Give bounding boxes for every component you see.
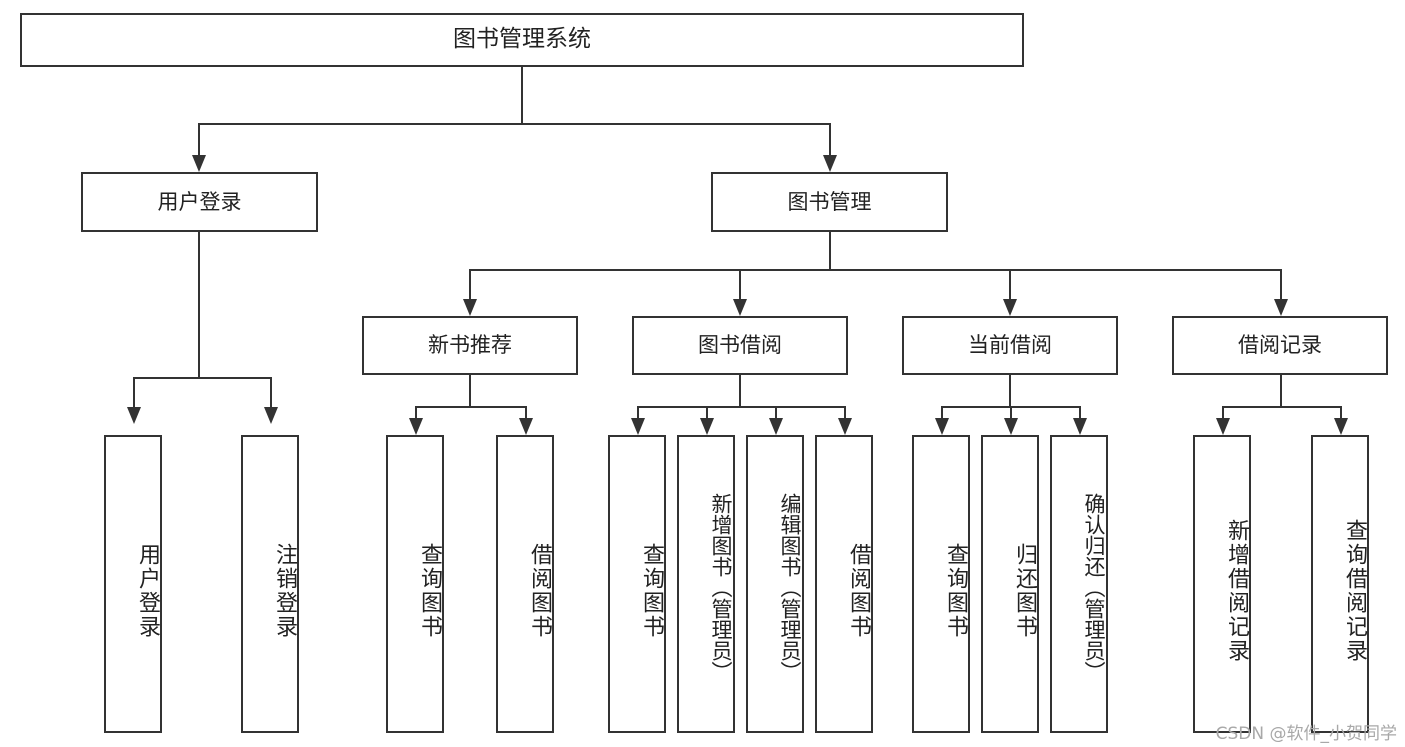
- arrowhead-book-borrow-leaf-1: [631, 418, 645, 435]
- leaf-borrow-record-query-record[interactable]: 查询借阅记录: [1311, 435, 1369, 733]
- node-book-management[interactable]: 图书管理: [711, 172, 948, 232]
- arrowhead-user-login-leaf-1: [127, 407, 141, 424]
- arrowhead-borrow-record-leaf-1: [1216, 418, 1230, 435]
- leaf-book-borrow-query-books[interactable]: 查询图书: [608, 435, 666, 733]
- edge-book-borrow-drop-2: [706, 406, 708, 418]
- edge-bm-drop-book-borrow: [739, 269, 741, 299]
- arrowhead-current-borrow-leaf-3: [1073, 418, 1087, 435]
- arrowhead-current-borrow-leaf-1: [935, 418, 949, 435]
- edge-borrow-record-stem: [1280, 375, 1282, 406]
- edge-new-book-drop-1: [415, 406, 417, 418]
- edge-book-borrow-drop-1: [637, 406, 639, 418]
- arrowhead-book-borrow: [733, 299, 747, 316]
- edge-root-stem: [521, 67, 523, 123]
- edge-new-book-drop-2: [525, 406, 527, 418]
- leaf-current-borrow-confirm-return-admin[interactable]: 确认归还（管理员）: [1050, 435, 1108, 733]
- edge-book-management-stem: [829, 232, 831, 269]
- edge-current-borrow-drop-3: [1079, 406, 1081, 418]
- node-borrow-record[interactable]: 借阅记录: [1172, 316, 1388, 375]
- arrowhead-current-borrow-leaf-2: [1004, 418, 1018, 435]
- arrowhead-to-book-management: [823, 155, 837, 172]
- arrowhead-book-borrow-leaf-2: [700, 418, 714, 435]
- leaf-book-borrow-borrow-books[interactable]: 借阅图书: [815, 435, 873, 733]
- leaf-user-login-logout[interactable]: 注销登录: [241, 435, 299, 733]
- edge-current-borrow-stem: [1009, 375, 1011, 406]
- edge-book-management-bus: [469, 269, 1280, 271]
- arrowhead-borrow-record: [1274, 299, 1288, 316]
- edge-user-login-bus: [133, 377, 270, 379]
- edge-bm-drop-borrow-record: [1280, 269, 1282, 299]
- node-user-login[interactable]: 用户登录: [81, 172, 318, 232]
- arrowhead-user-login-leaf-2: [264, 407, 278, 424]
- edge-user-login-drop-1: [133, 377, 135, 407]
- edge-borrow-record-drop-2: [1340, 406, 1342, 418]
- arrowhead-new-book-recommend: [463, 299, 477, 316]
- arrowhead-new-book-leaf-2: [519, 418, 533, 435]
- edge-bm-drop-new-book: [469, 269, 471, 299]
- leaf-book-borrow-add-book-admin[interactable]: 新增图书（管理员）: [677, 435, 735, 733]
- node-book-borrow[interactable]: 图书借阅: [632, 316, 848, 375]
- node-new-book-recommend[interactable]: 新书推荐: [362, 316, 578, 375]
- edge-bm-drop-current-borrow: [1009, 269, 1011, 299]
- edge-book-borrow-drop-4: [844, 406, 846, 418]
- edge-borrow-record-drop-1: [1222, 406, 1224, 418]
- edge-current-borrow-drop-1: [941, 406, 943, 418]
- edge-new-book-bus: [415, 406, 525, 408]
- leaf-book-borrow-edit-book-admin[interactable]: 编辑图书（管理员）: [746, 435, 804, 733]
- watermark-text: CSDN @软件_小贺同学: [1215, 724, 1397, 744]
- edge-book-borrow-drop-3: [775, 406, 777, 418]
- arrowhead-book-borrow-leaf-4: [838, 418, 852, 435]
- leaf-user-login-login[interactable]: 用户登录: [104, 435, 162, 733]
- node-current-borrow[interactable]: 当前借阅: [902, 316, 1118, 375]
- leaf-current-borrow-return-books[interactable]: 归还图书: [981, 435, 1039, 733]
- edge-root-to-book-management: [829, 123, 831, 155]
- edge-book-borrow-bus: [637, 406, 844, 408]
- edge-borrow-record-bus: [1222, 406, 1340, 408]
- edge-book-borrow-stem: [739, 375, 741, 406]
- arrowhead-to-user-login: [192, 155, 206, 172]
- edge-user-login-drop-2: [270, 377, 272, 407]
- arrowhead-new-book-leaf-1: [409, 418, 423, 435]
- edge-root-bus: [198, 123, 831, 125]
- node-root-book-management-system[interactable]: 图书管理系统: [20, 13, 1024, 67]
- arrowhead-borrow-record-leaf-2: [1334, 418, 1348, 435]
- leaf-current-borrow-query-books[interactable]: 查询图书: [912, 435, 970, 733]
- edge-root-to-user-login: [198, 123, 200, 155]
- edge-new-book-stem: [469, 375, 471, 406]
- leaf-new-book-query-books[interactable]: 查询图书: [386, 435, 444, 733]
- arrowhead-current-borrow: [1003, 299, 1017, 316]
- arrowhead-book-borrow-leaf-3: [769, 418, 783, 435]
- edge-current-borrow-drop-2: [1010, 406, 1012, 418]
- edge-user-login-stem: [198, 232, 200, 377]
- leaf-new-book-borrow-books[interactable]: 借阅图书: [496, 435, 554, 733]
- leaf-borrow-record-add-record[interactable]: 新增借阅记录: [1193, 435, 1251, 733]
